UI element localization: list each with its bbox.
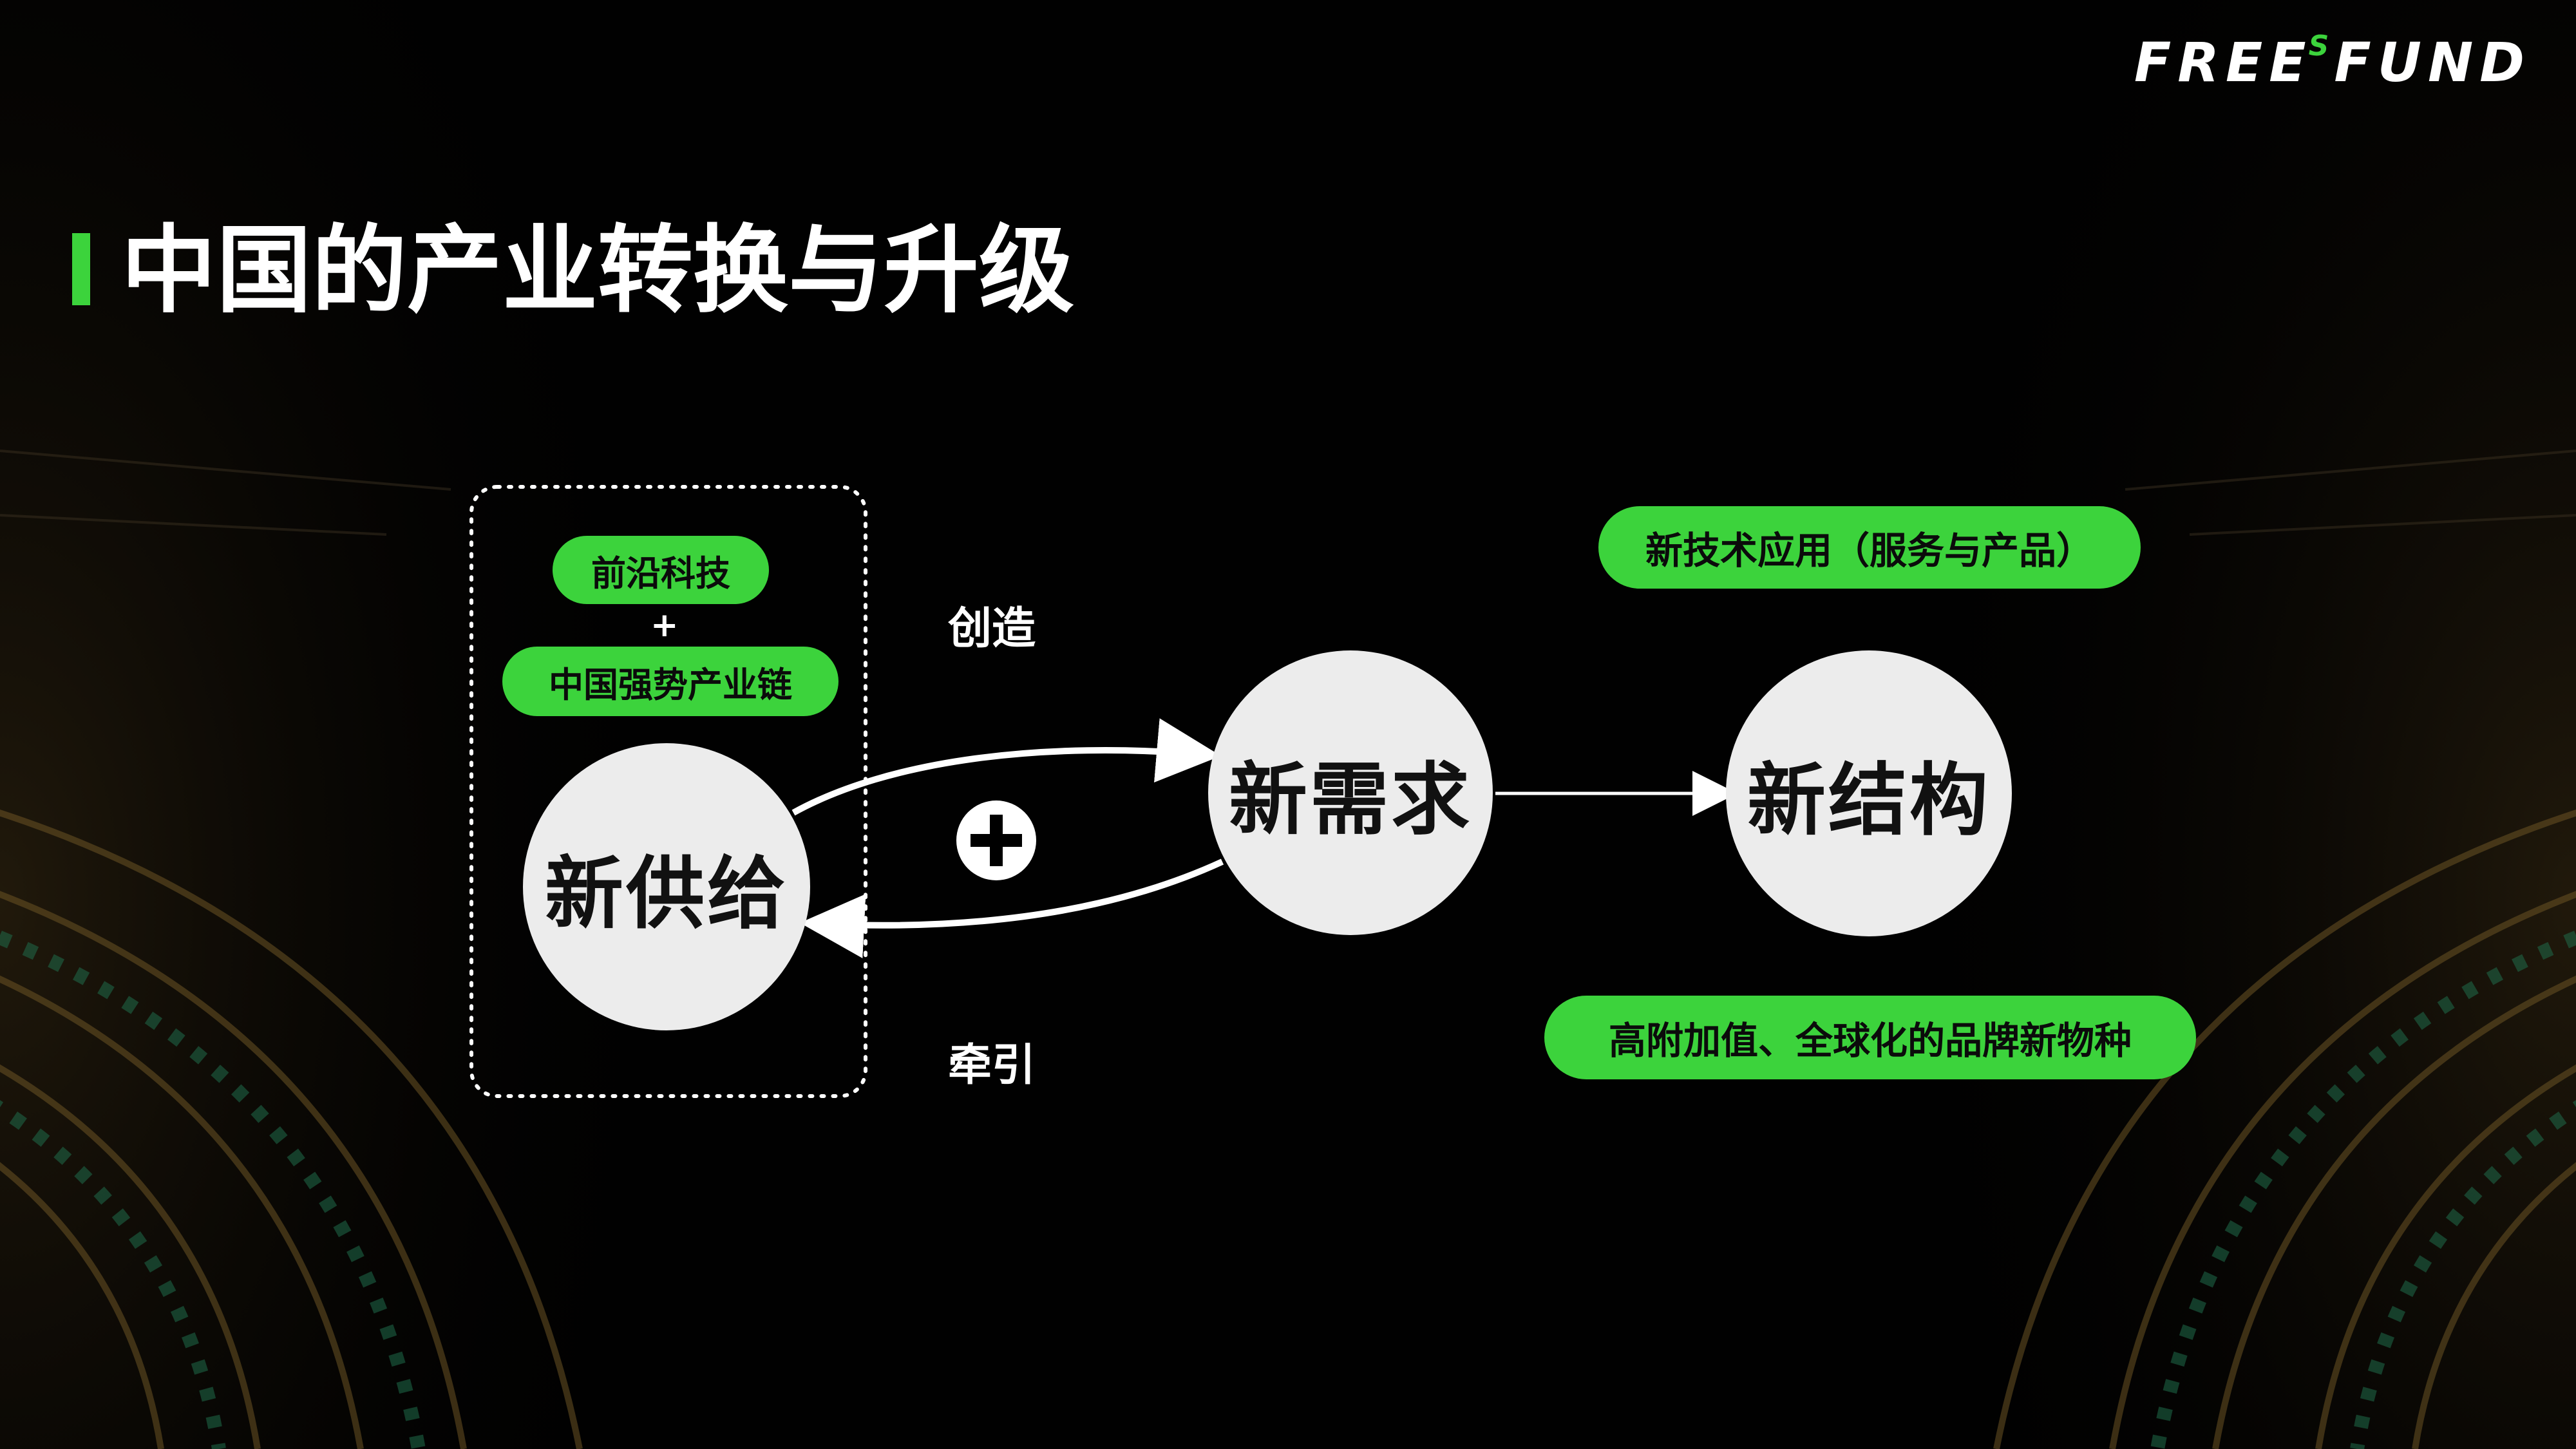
logo-text-free: FREE xyxy=(2134,31,2313,94)
tag-new-tech-application: 新技术应用（服务与产品） xyxy=(1598,506,2141,589)
logo-superscript: S xyxy=(2308,30,2329,62)
node-new-structure: 新结构 xyxy=(1726,650,2012,936)
logo-text-fund: FUND xyxy=(2334,31,2531,94)
tag-china-industry-chain: 中国强势产业链 xyxy=(502,647,838,716)
tag-high-value-brands: 高附加值、全球化的品牌新物种 xyxy=(1544,996,2196,1079)
edge-label-create: 创造 xyxy=(948,603,1036,654)
brand-logo: FREESFUND xyxy=(2134,30,2531,94)
plus-sign: + xyxy=(650,606,679,645)
edge-label-pull: 牵引 xyxy=(948,1040,1036,1091)
node-new-supply: 新供给 xyxy=(523,743,810,1030)
page-title: 中国的产业转换与升级 xyxy=(121,215,1074,326)
node-new-demand: 新需求 xyxy=(1208,650,1493,935)
title-accent-bar xyxy=(72,233,90,305)
tag-frontier-tech: 前沿科技 xyxy=(553,536,769,604)
